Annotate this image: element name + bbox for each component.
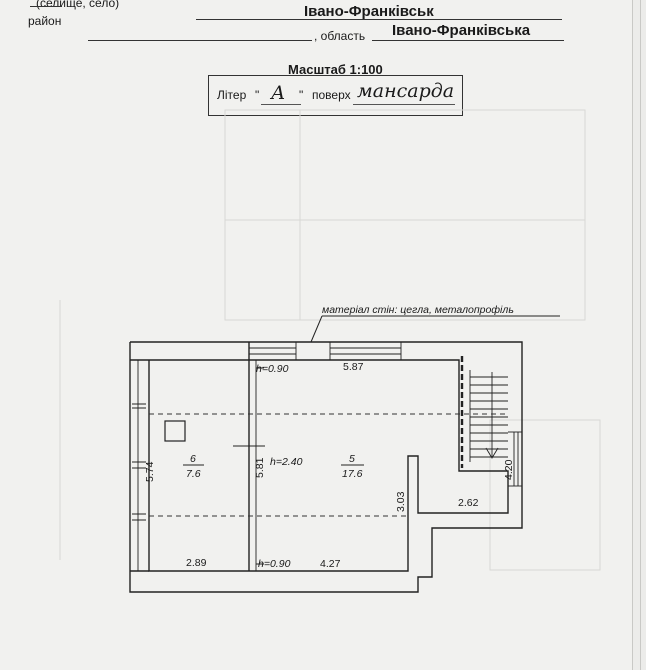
- litera-stamp: Літер " А " поверх мансарда: [208, 75, 463, 116]
- sheet-edge-back: [640, 0, 641, 670]
- document-sheet: (селище, село) район Івано-Франківськ , …: [28, 0, 641, 670]
- dim-step-vertical: 3.03: [395, 491, 407, 512]
- oblast-rule: [372, 40, 564, 41]
- outer-wall: [129, 341, 523, 593]
- dim-right-vertical: 4.20: [503, 459, 515, 480]
- inner-wall: [148, 359, 509, 572]
- city-value: Івано-Франківськ: [304, 3, 434, 20]
- show-through-lines: [59, 109, 601, 571]
- settlement-label: (селище, село): [36, 0, 120, 10]
- room-6-area: 7.6: [186, 468, 201, 480]
- floor-underline: [353, 104, 455, 105]
- height-top: h=0.90: [256, 363, 289, 375]
- dim-middle-vertical: 5.81: [254, 457, 266, 478]
- stairs: [460, 356, 508, 468]
- slope-lines: [149, 413, 508, 517]
- dimension-ticks: [233, 367, 265, 565]
- litera-underline: [261, 104, 301, 105]
- height-middle: h=2.40: [270, 456, 303, 468]
- oblast-label: , область: [314, 29, 366, 43]
- wall-material: матеріал стін: цегла, металопрофіль: [322, 304, 514, 316]
- floor-label: поверх: [312, 88, 351, 102]
- city-rule: [196, 19, 562, 20]
- dim-bottom-right: 4.27: [320, 558, 341, 570]
- right-window: [508, 431, 522, 487]
- litera-label: Літер: [217, 88, 247, 102]
- scale-title: Масштаб 1:100: [288, 62, 383, 77]
- quote-close: ": [299, 88, 304, 102]
- left-wall-ticks: [132, 403, 146, 521]
- dim-step-horizontal: 2.62: [458, 497, 479, 509]
- floor-value: мансарда: [357, 80, 455, 102]
- height-bottom: h=0.90: [258, 558, 291, 570]
- room-6-number: 6: [190, 453, 196, 465]
- district-rule: [88, 40, 312, 41]
- district-label: район: [28, 14, 62, 28]
- sheet-edge: [632, 0, 633, 670]
- settlement-rule: [30, 6, 62, 7]
- litera-value: А: [271, 82, 286, 104]
- dim-top-right: 5.87: [343, 361, 364, 373]
- dim-bottom-left: 2.89: [186, 557, 207, 569]
- material-leader: [310, 315, 323, 343]
- dim-left-vertical: 5.74: [144, 461, 156, 482]
- top-windows: [249, 341, 402, 361]
- room-5-area: 17.6: [342, 468, 363, 480]
- quote-open: ": [255, 88, 260, 102]
- room-5-number: 5: [349, 453, 355, 465]
- chimney-symbol: [164, 420, 186, 442]
- oblast-value: Івано-Франківська: [392, 22, 531, 39]
